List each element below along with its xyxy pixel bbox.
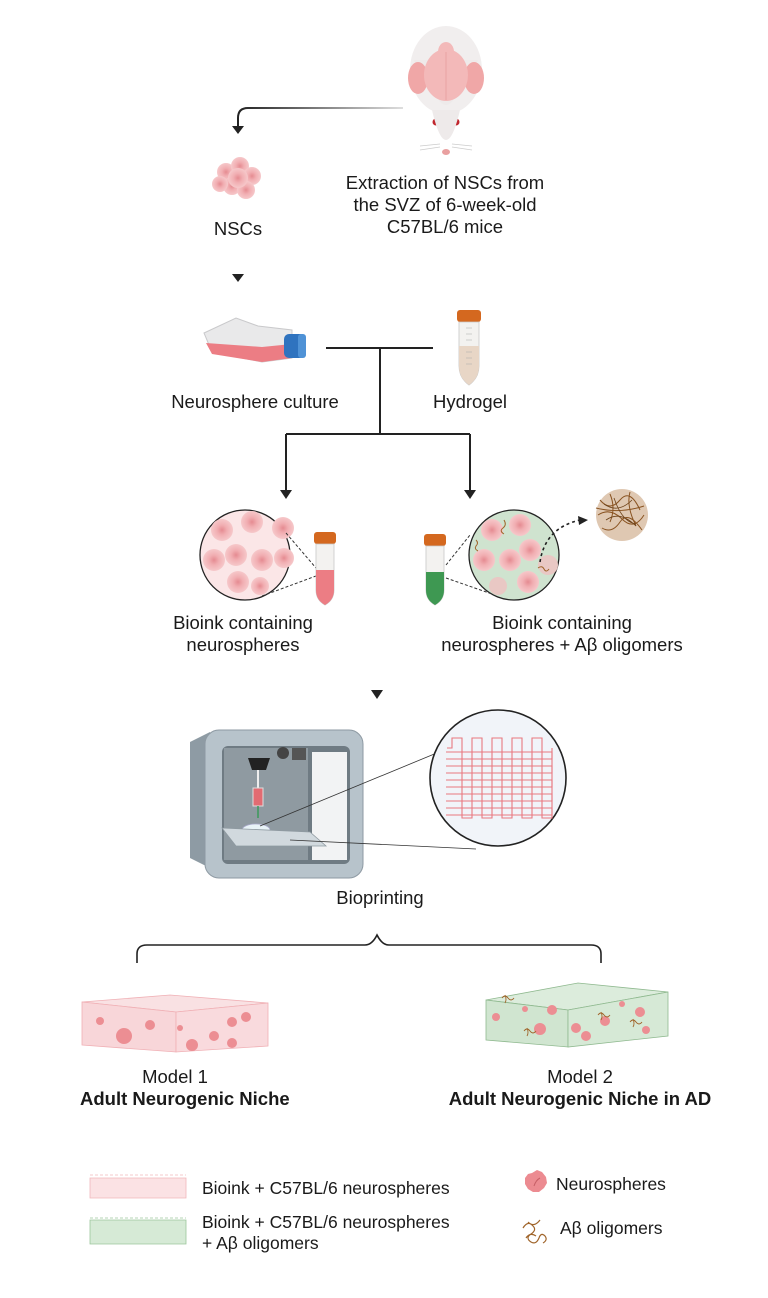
arrow-mouse-to-nscs <box>232 107 403 134</box>
legend-oligomer-icon <box>522 1219 547 1244</box>
oligomer-squiggle <box>597 1011 611 1021</box>
bioprinter-icon <box>190 729 477 879</box>
neurosphere-dot <box>522 1006 528 1012</box>
neurosphere-dot <box>635 1007 645 1017</box>
neurosphere-dot <box>492 1013 500 1021</box>
nscs-label: NSCs <box>213 218 263 239</box>
neurosphere-dot <box>571 1023 581 1033</box>
neurosphere-dot <box>642 1026 650 1034</box>
neurosphere-dot <box>145 1020 155 1030</box>
legend-label: Aβ oligomers <box>560 1218 663 1238</box>
legend-label: Neurospheres <box>556 1174 666 1194</box>
oligomer-squiggle <box>523 1027 537 1037</box>
neurosphere-culture-label: Neurosphere culture <box>171 391 339 412</box>
hydrogel-tube-icon <box>457 310 481 386</box>
bioink-2-line-2: neurospheres + Aβ oligomers <box>441 634 683 655</box>
model-1-name: Model 1 <box>142 1066 208 1087</box>
neurosphere-dot <box>619 1001 625 1007</box>
model-1-title: Adult Neurogenic Niche <box>80 1088 290 1109</box>
oligomer-squiggle <box>629 1018 643 1028</box>
hydrogel-label: Hydrogel <box>432 391 508 412</box>
legend-label-cont: + Aβ oligomers <box>202 1233 319 1253</box>
legend-label: Bioink + C57BL/6 neurospheres <box>202 1178 450 1198</box>
model-2-label: Model 2 Adult Neurogenic Niche in AD <box>430 1066 730 1110</box>
model-1-label: Model 1 Adult Neurogenic Niche <box>80 1066 290 1110</box>
bioink-1-label: Bioink containing neurospheres <box>148 612 338 656</box>
neurosphere-dot <box>227 1038 237 1048</box>
neurosphere-dot <box>209 1031 219 1041</box>
curly-brace <box>136 933 602 963</box>
printed-lattice-magnified-icon <box>429 709 567 847</box>
bioink-2-magnified-icon <box>445 509 588 601</box>
model-2-name: Model 2 <box>547 1066 613 1087</box>
neurosphere-dot <box>177 1025 183 1031</box>
legend-label: Bioink + C57BL/6 neurospheres <box>202 1212 450 1232</box>
legend-item-pink-block: Bioink + C57BL/6 neurospheres <box>202 1178 450 1199</box>
neurosphere-dot <box>534 1023 546 1035</box>
model-2-block-icon <box>485 982 669 1048</box>
arrow-nscs-to-culture <box>232 252 244 282</box>
neurosphere-dot <box>96 1017 104 1025</box>
arrow-to-bioprinter <box>371 592 383 699</box>
oligomer-squiggle <box>501 994 515 1004</box>
bioink-1-line-1: Bioink containing <box>173 612 313 633</box>
neurosphere-dot <box>600 1016 610 1026</box>
legend-item-green-block: Bioink + C57BL/6 neurospheres + Aβ oligo… <box>202 1212 450 1254</box>
merge-connector <box>280 347 476 499</box>
model-1-block-icon <box>81 994 269 1053</box>
legend-pink-block-swatch <box>89 1174 187 1199</box>
legend-item-neurospheres: Neurospheres <box>556 1174 666 1195</box>
bioink-1-line-2: neurospheres <box>186 634 300 655</box>
nsc-cluster-icon <box>212 157 261 199</box>
extraction-line-2: the SVZ of 6-week-old <box>353 194 537 215</box>
neurosphere-dot <box>241 1012 251 1022</box>
model-2-title: Adult Neurogenic Niche in AD <box>448 1088 712 1109</box>
neurosphere-dot <box>227 1017 237 1027</box>
bioprinting-label: Bioprinting <box>336 887 424 908</box>
bioink-2-tube-icon <box>424 534 446 606</box>
bioink-2-line-1: Bioink containing <box>492 612 632 633</box>
neurosphere-dot <box>547 1005 557 1015</box>
legend-item-ab-oligomers: Aβ oligomers <box>560 1218 662 1239</box>
extraction-line-3: C57BL/6 mice <box>386 216 504 237</box>
bioink-2-label: Bioink containing neurospheres + Aβ olig… <box>412 612 712 656</box>
extraction-line-1: Extraction of NSCs from <box>345 172 545 193</box>
neurosphere-dot <box>581 1031 591 1041</box>
mouse-icon <box>408 26 484 155</box>
culture-flask-icon <box>203 317 306 363</box>
neurosphere-dot <box>186 1039 198 1051</box>
neurosphere-dot <box>116 1028 132 1044</box>
legend-neurosphere-icon <box>525 1170 547 1192</box>
extraction-label: Extraction of NSCs from the SVZ of 6-wee… <box>320 172 570 238</box>
bioink-1-magnified-icon <box>199 509 317 601</box>
legend-green-block-swatch <box>89 1217 187 1245</box>
oligomer-aggregate-icon <box>595 489 648 541</box>
bioink-1-tube-icon <box>314 532 336 606</box>
